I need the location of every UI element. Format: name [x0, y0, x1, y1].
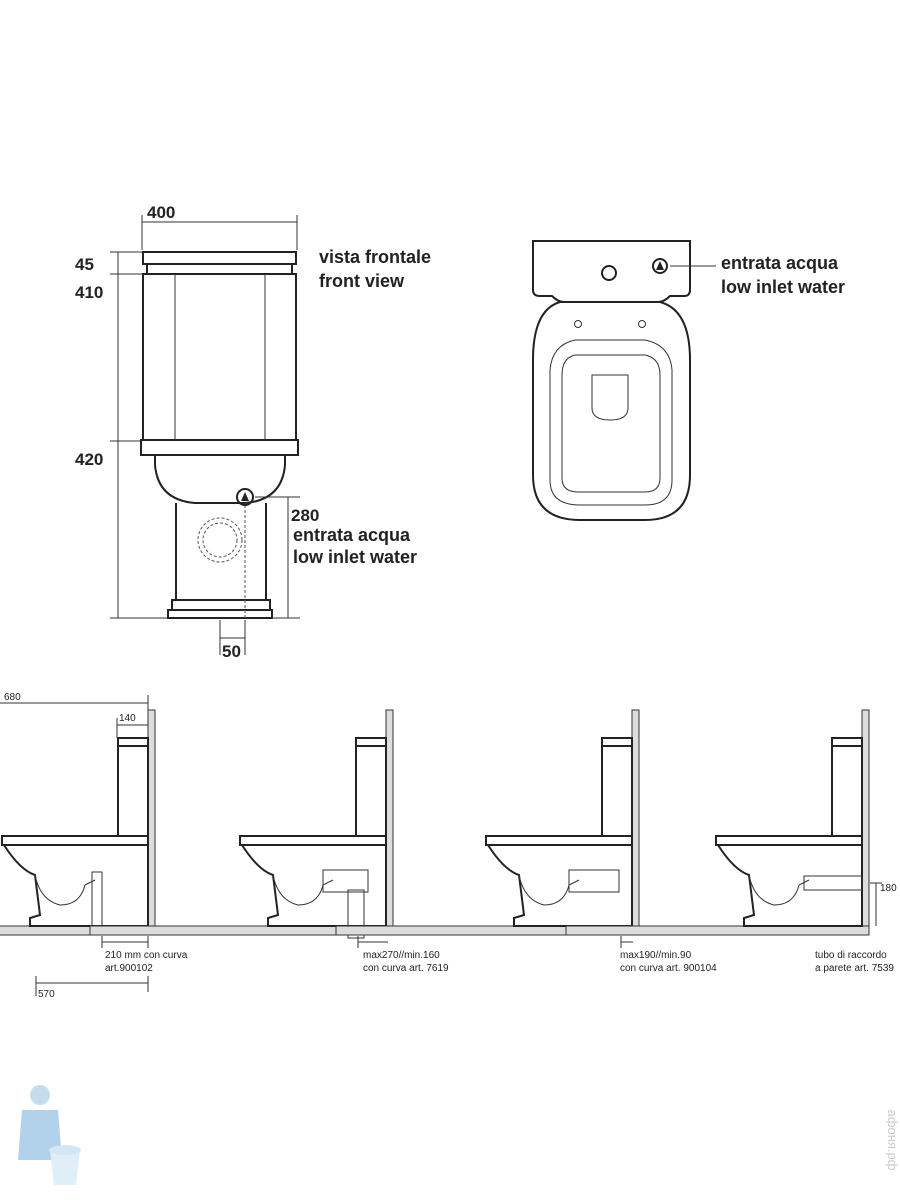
- view-title-en: front view: [319, 271, 405, 291]
- note-1: max270//min.160: [363, 950, 440, 961]
- dim-tank: 410: [75, 283, 103, 302]
- top-view: entrata acqua low inlet water: [532, 240, 845, 521]
- dim-height: 180: [880, 883, 897, 894]
- dim-total: 680: [4, 692, 21, 703]
- side-view-3: [335, 709, 640, 936]
- view-title-it: vista frontale: [319, 247, 431, 267]
- side-view-2: [89, 709, 394, 939]
- side-view-3-notes: max190//min.90 con curva art. 900104: [620, 936, 717, 974]
- note-2: art.900102: [105, 963, 153, 974]
- side-view-2-notes: max270//min.160 con curva art. 7619: [357, 936, 449, 974]
- side-view-1: 680 140 210 mm con curva art.900102 570: [0, 692, 188, 1000]
- front-view: 400 45 410 420 50 280 entrata acqua: [75, 203, 431, 661]
- dim-width: 400: [147, 203, 175, 222]
- dim-floor: 570: [38, 989, 55, 1000]
- note-1: max190//min.90: [620, 950, 692, 961]
- inlet-label-it: entrata acqua: [293, 525, 411, 545]
- note-2: con curva art. 900104: [620, 963, 717, 974]
- dim-top: 45: [75, 255, 94, 274]
- top-inlet-label-en: low inlet water: [721, 277, 845, 297]
- watermark: афоня.рф: [885, 1110, 900, 1171]
- note-1: 210 mm con curva: [105, 950, 188, 961]
- note-1: tubo di raccordo: [815, 950, 887, 961]
- top-inlet-label-it: entrata acqua: [721, 253, 839, 273]
- note-2: a parete art. 7539: [815, 963, 894, 974]
- dim-inlet-height: 280: [291, 506, 319, 525]
- inlet-marker-icon: [652, 258, 668, 274]
- dim-tank-depth: 140: [119, 713, 136, 724]
- inlet-label-en: low inlet water: [293, 547, 417, 567]
- plumber-logo: [18, 1085, 81, 1185]
- dim-bowl: 420: [75, 450, 103, 469]
- dim-offset: 50: [222, 642, 241, 661]
- note-2: con curva art. 7619: [363, 963, 449, 974]
- side-view-4: [565, 709, 870, 936]
- inlet-marker-icon: [236, 488, 254, 506]
- side-view-4-notes: 180 tubo di raccordo a parete art. 7539: [815, 882, 897, 974]
